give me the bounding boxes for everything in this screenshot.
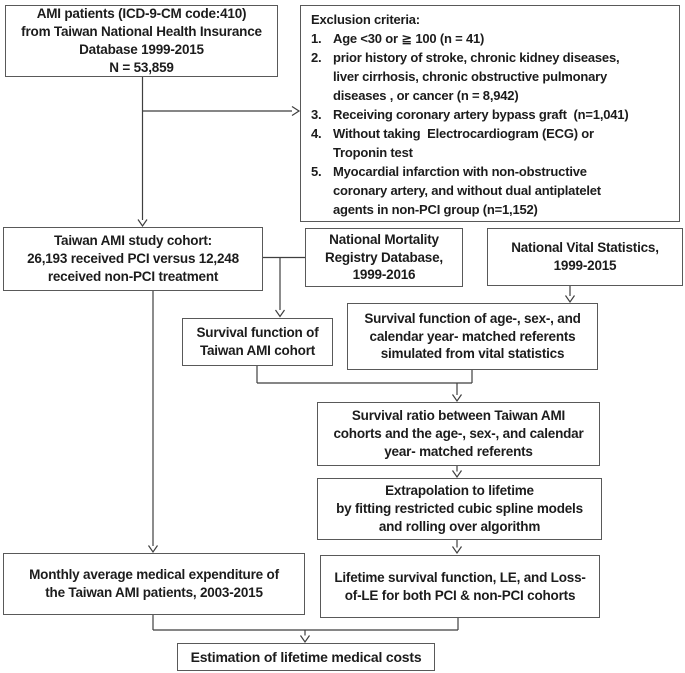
exclusion-item-number: 5. (311, 164, 322, 179)
arrowhead-down-ratio-icon (452, 394, 462, 403)
exclusion-item-number: 1. (311, 31, 322, 46)
box-national-mortality-registry: National Mortality Registry Database, 19… (305, 228, 463, 287)
arrowhead-down-estimation-icon (300, 635, 310, 644)
arrowhead-down-cohort-icon (137, 219, 148, 228)
exclusion-item-1: 1. Age <30 or ≧ 100 (n = 41) (309, 29, 673, 48)
arrowhead-down-survival-ami-icon (275, 309, 285, 318)
arrowhead-down-lifetime-icon (452, 546, 462, 555)
exclusion-item-number: 4. (311, 126, 322, 141)
exclusion-item-text: Age <30 or ≧ 100 (n = 41) (333, 31, 485, 46)
exclusion-item-4: 4. Without taking Electrocardiogram (ECG… (309, 124, 673, 162)
box-survival-function-referents: Survival function of age-, sex-, and cal… (347, 303, 598, 370)
box-monthly-medical-expenditure: Monthly average medical expenditure of t… (3, 553, 305, 615)
exclusion-item-text: prior history of stroke, chronic kidney … (333, 50, 620, 103)
exclusion-item-number: 2. (311, 50, 322, 65)
box-survival-ratio: Survival ratio between Taiwan AMI cohort… (317, 402, 600, 466)
exclusion-item-number: 3. (311, 107, 322, 122)
box-extrapolation-lifetime: Extrapolation to lifetime by fitting res… (317, 478, 602, 540)
exclusion-item-text: Without taking Electrocardiogram (ECG) o… (333, 126, 594, 160)
box-national-vital-statistics: National Vital Statistics, 1999-2015 (487, 228, 683, 286)
arrowhead-right-exclusion-icon (291, 105, 301, 117)
exclusion-item-text: Myocardial infarction with non-obstructi… (333, 164, 601, 217)
box-estimation-lifetime-costs: Estimation of lifetime medical costs (177, 643, 435, 671)
exclusion-item-3: 3. Receiving coronary artery bypass graf… (309, 105, 673, 124)
arrowhead-down-extrapolation-icon (452, 470, 462, 479)
box-taiwan-ami-study-cohort: Taiwan AMI study cohort: 26,193 received… (3, 227, 263, 291)
exclusion-item-text: Receiving coronary artery bypass graft (… (333, 107, 629, 122)
exclusion-item-2: 2. prior history of stroke, chronic kidn… (309, 48, 673, 105)
box-exclusion-criteria: Exclusion criteria: 1. Age <30 or ≧ 100 … (300, 5, 680, 222)
arrowhead-down-expenditure-icon (148, 545, 158, 554)
box-lifetime-survival-le: Lifetime survival function, LE, and Loss… (320, 555, 600, 618)
exclusion-item-5: 5. Myocardial infarction with non-obstru… (309, 162, 673, 219)
arrowhead-down-referents-icon (565, 295, 575, 304)
exclusion-title: Exclusion criteria: (311, 12, 420, 27)
box-survival-function-ami-cohort: Survival function of Taiwan AMI cohort (182, 318, 333, 366)
box-ami-patients: AMI patients (ICD-9-CM code:410) from Ta… (5, 5, 278, 77)
